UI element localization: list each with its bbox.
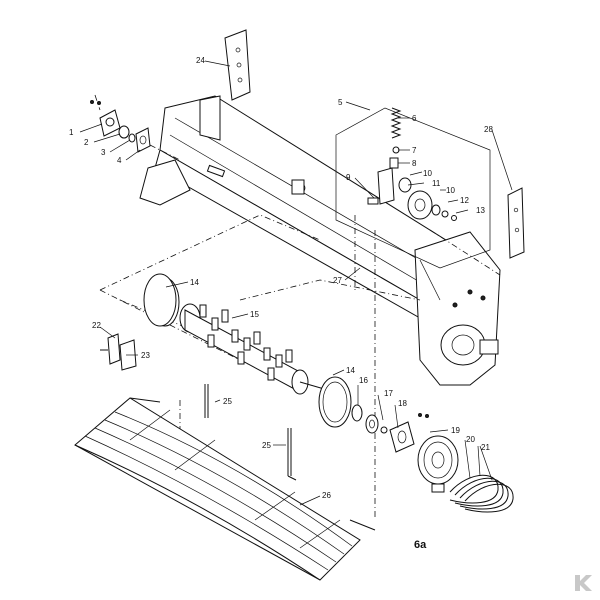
main-frame-beam bbox=[139, 95, 501, 386]
v-belts-20-21 bbox=[449, 474, 514, 513]
callout-25b: 25 bbox=[262, 441, 271, 450]
callout-25a: 25 bbox=[223, 397, 232, 406]
callout-13: 13 bbox=[476, 206, 485, 215]
callout-17: 17 bbox=[384, 389, 393, 398]
rods-25 bbox=[204, 384, 297, 481]
callout-8: 8 bbox=[412, 159, 417, 168]
callout-26: 26 bbox=[322, 491, 331, 500]
ring-14-right bbox=[318, 376, 352, 428]
callout-1: 1 bbox=[69, 128, 74, 137]
callout-leaders bbox=[79, 60, 513, 506]
bracket-28 bbox=[507, 187, 525, 259]
callout-12: 12 bbox=[460, 196, 469, 205]
callout-27: 27 bbox=[333, 276, 342, 285]
callout-5: 5 bbox=[338, 98, 343, 107]
callout-14b: 14 bbox=[346, 366, 355, 375]
callout-15: 15 bbox=[250, 310, 259, 319]
spring-6 bbox=[390, 107, 402, 139]
callout-16: 16 bbox=[359, 376, 368, 385]
callout-7: 7 bbox=[412, 146, 417, 155]
callout-18: 18 bbox=[398, 399, 407, 408]
rotor-knives bbox=[199, 304, 293, 381]
callout-11: 11 bbox=[432, 179, 441, 188]
callout-23: 23 bbox=[141, 351, 150, 360]
callout-10a: 10 bbox=[423, 169, 432, 178]
callout-28: 28 bbox=[484, 125, 493, 134]
callout-21: 21 bbox=[481, 443, 490, 452]
callout-numbers: 1 2 3 4 5 6 7 8 9 10 10 11 12 13 14 14 1… bbox=[69, 56, 493, 500]
page-mark: 6a bbox=[414, 539, 427, 551]
bearing-assembly-1-4 bbox=[90, 100, 151, 153]
screen-grate-26 bbox=[74, 397, 376, 581]
bracket-22-23 bbox=[100, 333, 137, 371]
k-logo-icon bbox=[575, 575, 592, 591]
callout-6: 6 bbox=[412, 114, 417, 123]
bracket-24 bbox=[224, 29, 251, 101]
callout-3: 3 bbox=[101, 148, 106, 157]
callout-20: 20 bbox=[466, 435, 475, 444]
rotor-shaft-15 bbox=[150, 277, 346, 396]
callout-19: 19 bbox=[451, 426, 460, 435]
callout-14a: 14 bbox=[190, 278, 199, 287]
callout-10b: 10 bbox=[446, 186, 455, 195]
callout-4: 4 bbox=[117, 156, 122, 165]
bearing-parts-16-19 bbox=[351, 404, 429, 453]
pulley-19 bbox=[417, 435, 459, 493]
tensioner-box-5 bbox=[335, 107, 491, 269]
callout-22: 22 bbox=[92, 321, 101, 330]
callout-2: 2 bbox=[84, 138, 89, 147]
callout-9: 9 bbox=[346, 173, 351, 182]
callout-24: 24 bbox=[196, 56, 205, 65]
ring-14-left bbox=[143, 273, 177, 327]
